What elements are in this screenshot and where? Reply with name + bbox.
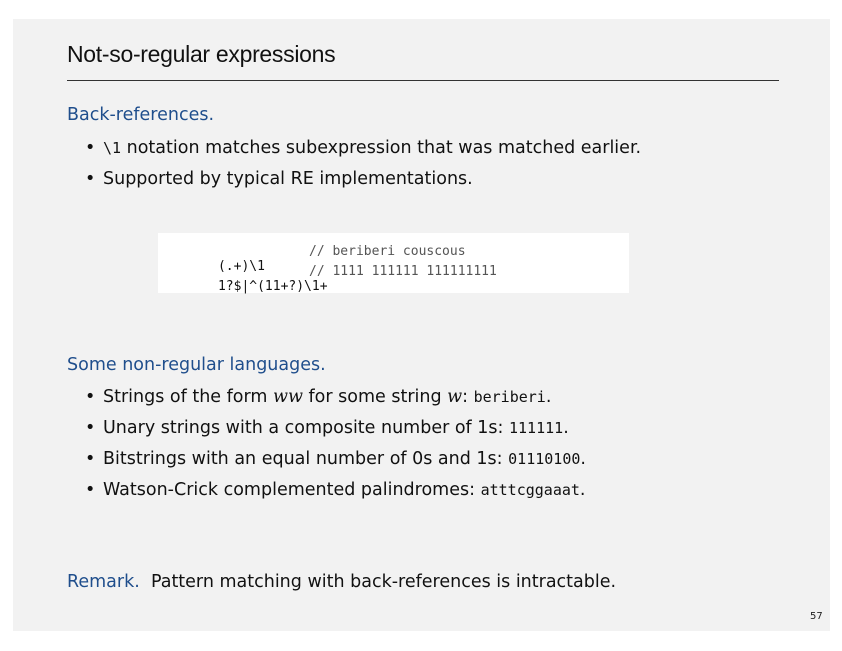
list-item: • Strings of the form ww for some string…	[85, 386, 586, 417]
remark: Remark. Pattern matching with back-refer…	[67, 572, 616, 592]
bullet-text: Strings of the form	[103, 387, 273, 407]
bullet-icon: •	[85, 418, 96, 438]
slide-title: Not-so-regular expressions	[67, 41, 336, 67]
list-item: • \1 notation matches subexpression that…	[85, 137, 641, 168]
slide: Not-so-regular expressions Back-referenc…	[13, 19, 830, 631]
regex-pattern: (.+)\1	[217, 259, 265, 274]
bullet-text: Watson-Crick complemented palindromes:	[103, 480, 481, 500]
inline-code: 111111	[509, 419, 564, 437]
bullet-icon: •	[85, 138, 96, 158]
inline-code: \1	[103, 139, 122, 157]
math-variable: w	[447, 387, 463, 407]
inline-code: beriberi	[473, 388, 546, 406]
bullet-text: .	[579, 480, 586, 500]
back-references-list: • \1 notation matches subexpression that…	[85, 137, 641, 199]
list-item: • Unary strings with a composite number …	[85, 417, 586, 448]
list-item: • Bitstrings with an equal number of 0s …	[85, 448, 586, 479]
bullet-icon: •	[85, 480, 96, 500]
bullet-text: Supported by typical RE implementations.	[103, 169, 473, 189]
bullet-text: notation matches subexpression that was …	[121, 138, 642, 158]
remark-text: Pattern matching with back-references is…	[150, 572, 617, 592]
code-example-box: (.+)\1 // beriberi couscous 1?$|^(11+?)\…	[158, 233, 629, 294]
section-heading-non-regular-languages: Some non-regular languages.	[67, 355, 326, 375]
title-divider	[67, 80, 779, 81]
code-row: 1?$|^(11+?)\1+ // 1111 111111 111111111	[171, 264, 497, 324]
list-item: • Watson-Crick complemented palindromes:…	[85, 479, 586, 510]
bullet-text: .	[563, 418, 569, 438]
math-variable: ww	[272, 387, 303, 407]
bullet-text: :	[462, 387, 474, 407]
inline-code: atttcggaaat	[480, 481, 580, 499]
bullet-text: Bitstrings with an equal number of 0s an…	[103, 449, 509, 469]
bullet-icon: •	[85, 169, 96, 189]
code-comment: // 1111 111111 111111111	[309, 264, 497, 279]
bullet-text: .	[580, 449, 586, 469]
section-heading-back-references: Back-references.	[67, 105, 215, 125]
non-regular-languages-list: • Strings of the form ww for some string…	[85, 386, 586, 510]
code-row: (.+)\1 // beriberi couscous	[171, 244, 466, 304]
bullet-icon: •	[85, 449, 96, 469]
inline-code: 01110100	[508, 450, 581, 468]
bullet-text: Unary strings with a composite number of…	[103, 418, 509, 438]
regex-pattern: 1?$|^(11+?)\1+	[217, 279, 328, 294]
bullet-icon: •	[85, 387, 96, 407]
bullet-text: for some string	[302, 387, 448, 407]
list-item: • Supported by typical RE implementation…	[85, 168, 641, 199]
bullet-text: .	[545, 387, 552, 407]
code-comment: // beriberi couscous	[309, 244, 466, 259]
remark-label: Remark.	[67, 572, 140, 592]
page-number: 57	[810, 611, 823, 622]
